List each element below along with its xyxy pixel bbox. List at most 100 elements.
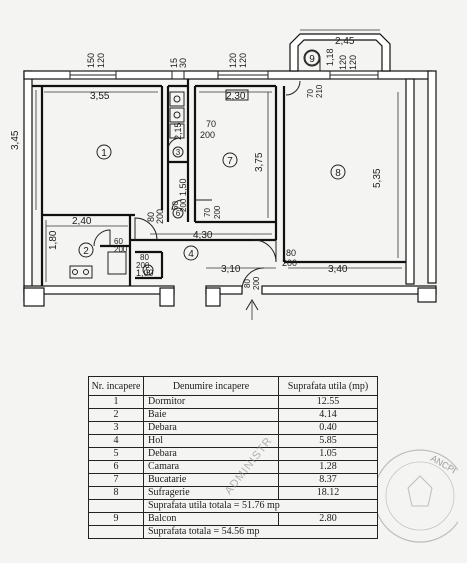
header-nr: Nr. incapere <box>88 376 144 396</box>
table-header-row: Nr. incapere Denumire incapere Suprafata… <box>88 376 378 396</box>
balcony-door-height: 210 <box>315 84 324 98</box>
dim-3-55: 3,55 <box>90 91 110 102</box>
dim-2-45: 2,45 <box>335 36 355 47</box>
door-kitchen2-width: 70 <box>203 208 212 217</box>
cell-empty <box>88 525 144 539</box>
door-closet-width: 80 <box>140 253 149 262</box>
interior-walls <box>32 79 406 286</box>
cell-nr: 8 <box>88 486 144 500</box>
room-area-table-container: Nr. incapere Denumire incapere Suprafata… <box>88 376 378 539</box>
cell-name: Dormitor <box>143 395 279 409</box>
floor-plan: 3,55 3,45 2,40 1,80 2,30 3,75 2,15 1,50 … <box>10 29 437 320</box>
door-kitchen2-height: 200 <box>213 205 222 219</box>
cell-nr: 3 <box>88 421 144 435</box>
door-entry-width: 80 <box>243 279 252 288</box>
door-living-width: 80 <box>286 248 296 258</box>
header-area: Suprafata utila (mp) <box>278 376 378 396</box>
windows <box>69 70 379 80</box>
svg-text:7: 7 <box>227 156 233 167</box>
usable-total-row-text: Suprafata utila totala = 51.76 mp <box>143 499 378 513</box>
cell-area: 4.14 <box>278 408 378 422</box>
room-marker-3: 3 <box>172 146 184 158</box>
dim-2-15: 2,15 <box>173 122 183 140</box>
svg-text:9: 9 <box>309 54 315 65</box>
cell-name: Debara <box>143 421 279 435</box>
room-marker-4: 4 <box>183 245 199 261</box>
cell-name: Baie <box>143 408 279 422</box>
grand-total-row-text: Suprafata totala = 54.56 mp <box>143 525 378 539</box>
room-marker-6: 6 <box>172 207 184 219</box>
svg-text:4: 4 <box>188 249 194 260</box>
door-pantry-height: 200 <box>179 198 188 212</box>
balcony-door-width: 70 <box>306 89 315 98</box>
cell-nr: 9 <box>88 512 144 526</box>
dim-1-00: 1,00 <box>136 268 154 278</box>
door-bath-width: 60 <box>114 237 123 246</box>
cell-area: 1.28 <box>278 460 378 474</box>
svg-text:8: 8 <box>335 168 341 179</box>
cell-nr: 2 <box>88 408 144 422</box>
cell-name: Sufragerie <box>143 486 279 500</box>
door-kitchen-height: 200 <box>200 130 215 140</box>
balcony <box>289 33 391 72</box>
svg-text:5: 5 <box>146 266 151 275</box>
room-area-table: Nr. incapere Denumire incapere Suprafata… <box>88 376 378 539</box>
cell-area: 8.37 <box>278 473 378 487</box>
door-entry-height: 200 <box>252 276 261 290</box>
cell-name: Balcon <box>143 512 279 526</box>
room-marker-9: 9 <box>304 50 320 66</box>
cell-area: 1.05 <box>278 447 378 461</box>
door-living-height: 200 <box>282 258 297 268</box>
dimension-lines <box>35 29 402 282</box>
dim-3-10: 3,10 <box>221 264 241 275</box>
door-pantry-width: 60 <box>171 201 180 210</box>
door-swings <box>93 80 301 291</box>
window-8-width: 120 <box>338 55 348 70</box>
window-1-height: 120 <box>96 53 106 68</box>
window-1-width: 150 <box>86 53 96 68</box>
dim-3-45: 3,45 <box>10 130 21 150</box>
window-2-height: 30 <box>178 58 188 68</box>
dim-1-80: 1,80 <box>48 230 59 250</box>
cell-area: 2.80 <box>278 512 378 526</box>
cell-area: 5.85 <box>278 434 378 448</box>
room-marker-5: 5 <box>142 264 154 276</box>
room-marker-8: 8 <box>330 164 346 180</box>
dim-1-50: 1,50 <box>178 178 188 196</box>
door-closet-height: 200 <box>136 261 150 270</box>
cell-area: 0.40 <box>278 421 378 435</box>
room-marker-1: 1 <box>96 144 112 160</box>
header-name: Denumire incapere <box>143 376 279 396</box>
dim-2-40: 2,40 <box>72 216 92 227</box>
cell-nr: 7 <box>88 473 144 487</box>
svg-text:3: 3 <box>176 148 181 157</box>
window-8-height: 120 <box>348 55 358 70</box>
cell-nr: 5 <box>88 447 144 461</box>
window-2-width: 15 <box>169 58 179 68</box>
dim-1-18: 1,18 <box>325 48 335 66</box>
cell-nr: 6 <box>88 460 144 474</box>
dim-4-30: 4,30 <box>193 230 213 241</box>
official-stamp: ANCPI <box>378 449 458 543</box>
window-3-width: 120 <box>228 53 238 68</box>
door-bedroom-width: 80 <box>146 212 156 222</box>
door-bedroom-height: 200 <box>155 209 165 224</box>
cell-area: 12.55 <box>278 395 378 409</box>
usable-total-row: Suprafata utila totala = 51.76 mp <box>88 499 378 513</box>
cell-nr: 1 <box>88 395 144 409</box>
dim-3-40: 3,40 <box>328 264 348 275</box>
room-marker-7: 7 <box>222 152 238 168</box>
svg-text:6: 6 <box>176 209 181 218</box>
cell-name: Bucatarie <box>143 473 279 487</box>
dim-3-75: 3,75 <box>254 152 265 172</box>
fixtures <box>69 89 249 279</box>
